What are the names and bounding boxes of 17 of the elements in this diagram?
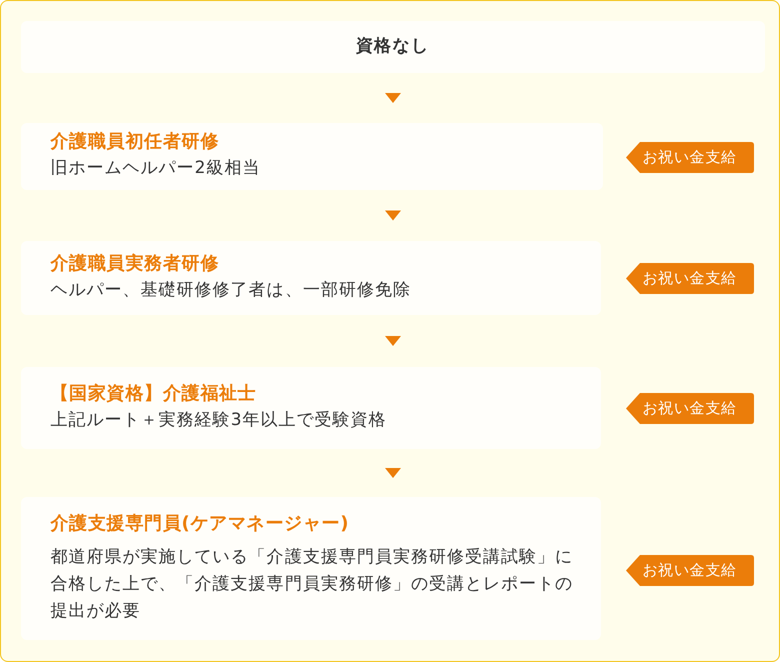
bonus-tag	[626, 142, 754, 172]
bonus-tag	[626, 554, 754, 586]
tag-text: お祝い金支給	[642, 560, 737, 580]
start-label: 資格なし	[356, 34, 430, 58]
step-title: 介護職員初任者研修	[50, 130, 220, 154]
tag-text: お祝い金支給	[642, 398, 737, 418]
step-title: 【国家資格】介護福祉士	[50, 382, 258, 406]
step-description: 旧ホームヘルパー2級相当	[50, 157, 262, 180]
step-title: 介護職員実務者研修	[50, 252, 220, 276]
tag-text: お祝い金支給	[642, 268, 737, 288]
step-title: 介護支援専門員(ケアマネージャー)	[50, 512, 350, 536]
step-description: 都道府県が実施している「介護支援専門員実務研修受講試験」に合格した上で、「介護支援専門員実務研修」の受講とレポートの提出が必要	[50, 546, 574, 622]
bonus-tag	[626, 392, 754, 424]
step-description: ヘルパー、基礎研修修了者は、一部研修免除	[50, 278, 412, 302]
tag-text: お祝い金支給	[642, 147, 737, 167]
bonus-tag	[626, 262, 754, 294]
step-description: 上記ルート＋実務経験3年以上で受験資格	[50, 408, 388, 432]
